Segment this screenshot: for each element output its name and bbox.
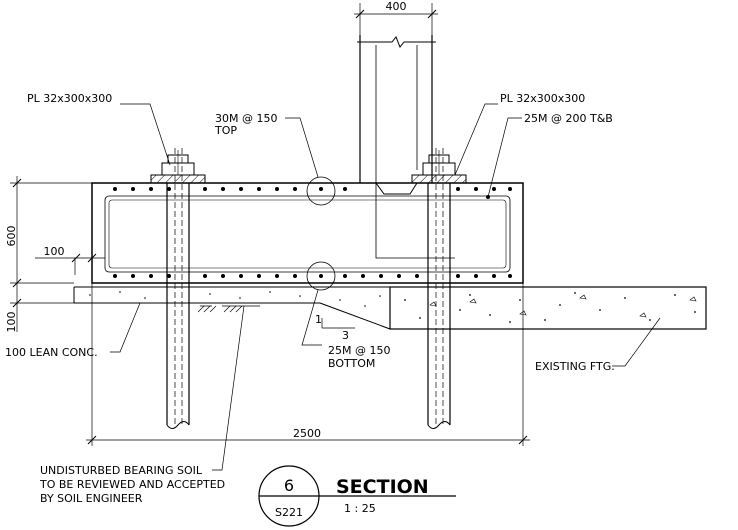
lean-concrete: [73, 286, 391, 330]
existing-ftg-callout: EXISTING FTG.: [535, 317, 661, 373]
slope-run-label: 3: [342, 329, 349, 342]
bottom-bars-label-1: 25M @ 150: [328, 344, 390, 357]
lean-conc-callout: 100 LEAN CONC.: [5, 302, 141, 359]
bottom-bars-callout: 25M @ 150 BOTTOM: [301, 289, 390, 370]
column: [357, 35, 455, 259]
side-bars-label: 25M @ 200 T&B: [524, 112, 613, 125]
plate-left-label: PL 32x300x300: [27, 92, 112, 105]
top-bars-label-2: TOP: [214, 124, 237, 137]
cover-dimension: 100: [35, 245, 105, 275]
top-bars-label-1: 30M @ 150: [215, 112, 277, 125]
depth-label: 600: [5, 226, 18, 247]
soil-note-line2: TO BE REVIEWED AND ACCEPTED: [39, 478, 225, 491]
side-bars-callout: 25M @ 200 T&B: [487, 112, 613, 198]
detail-number: 6: [284, 476, 294, 495]
top-bars-callout: 30M @ 150 TOP: [214, 112, 319, 178]
soil-note-line3: BY SOIL ENGINEER: [40, 492, 143, 505]
plate-left-callout: PL 32x300x300: [27, 92, 171, 166]
bottom-bars-label-2: BOTTOM: [328, 357, 375, 370]
footing: [91, 176, 524, 291]
section-title: SECTION: [336, 476, 429, 498]
soil-note-line1: UNDISTURBED BEARING SOIL: [40, 464, 203, 477]
depth-dimension: 600 100: [5, 176, 92, 333]
column-width-label: 400: [386, 0, 407, 13]
slope-indicator: 1 3: [315, 313, 355, 342]
top-rebar-dots: [113, 187, 512, 191]
right-anchor-rod: [427, 148, 451, 429]
left-anchor-rod: [166, 148, 190, 429]
bottom-rebar-dots: [113, 274, 512, 278]
right-base-plate: [411, 150, 467, 184]
lean-conc-depth-label: 100: [5, 312, 18, 333]
lean-conc-label: 100 LEAN CONC.: [5, 346, 98, 359]
existing-ftg-label: EXISTING FTG.: [535, 360, 615, 373]
width-dimension: 2500: [86, 283, 530, 446]
width-label: 2500: [293, 427, 321, 440]
sheet-number: S221: [275, 506, 303, 519]
existing-footing: [389, 286, 707, 330]
plate-right-label: PL 32x300x300: [500, 92, 585, 105]
soil-note-callout: UNDISTURBED BEARING SOIL TO BE REVIEWED …: [39, 305, 245, 505]
section-title-block: 6 S221 SECTION 1 : 25: [258, 465, 456, 527]
plate-right-callout: PL 32x300x300: [454, 92, 585, 176]
cover-label: 100: [44, 245, 65, 258]
left-base-plate: [150, 150, 206, 184]
column-width-dimension: 400: [354, 0, 438, 35]
scale-label: 1 : 25: [344, 502, 376, 515]
slope-rise-label: 1: [315, 313, 322, 326]
